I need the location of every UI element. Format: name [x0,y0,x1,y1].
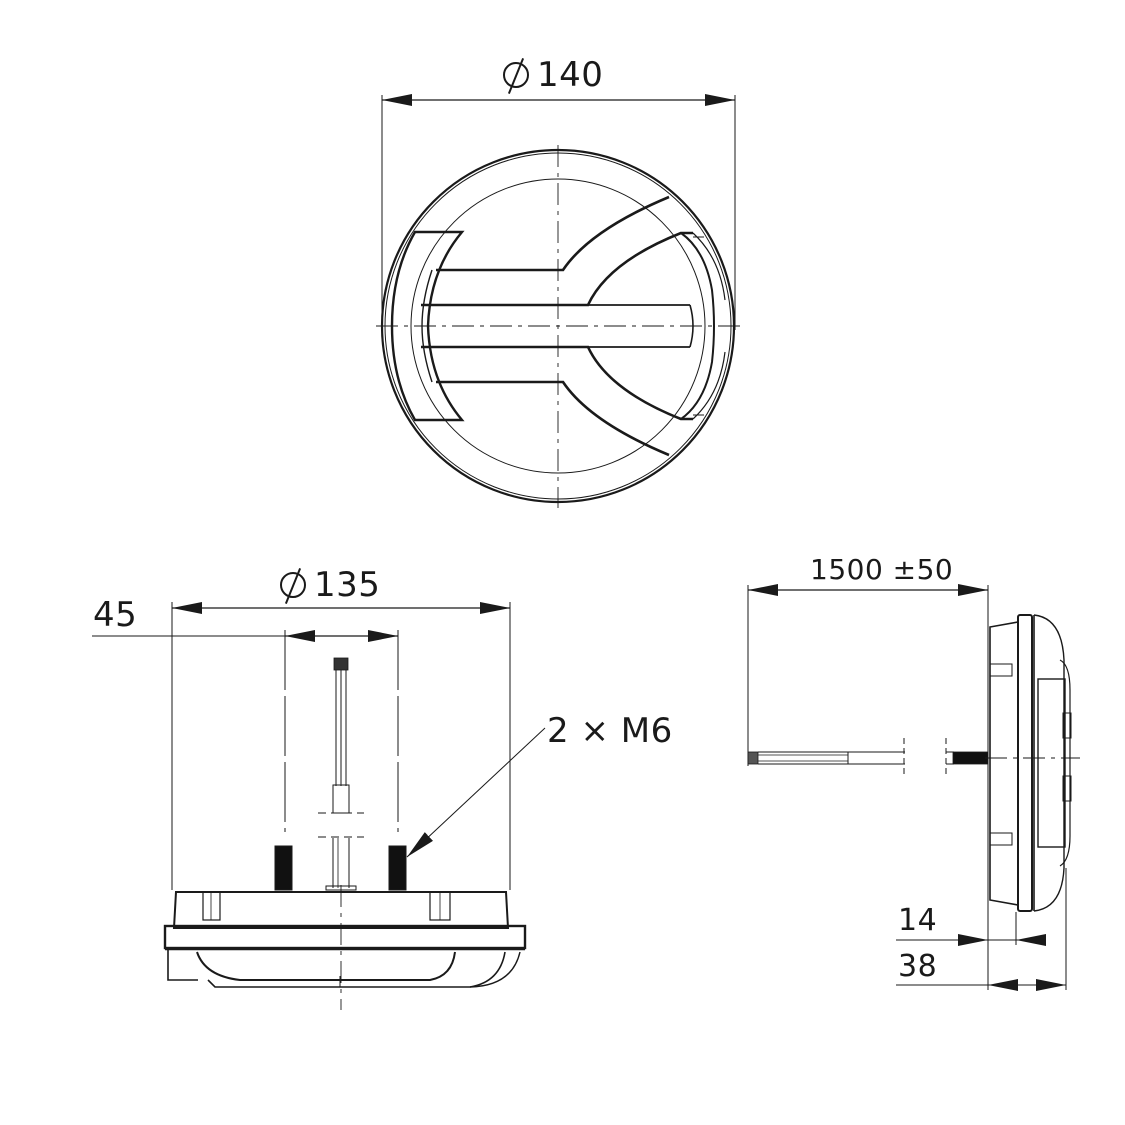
front-view [376,94,740,508]
dimension-total-depth: 38 [898,949,938,984]
diameter-icon [503,62,529,88]
diameter-icon [280,572,306,598]
dimension-top-diameter: 135 [280,568,380,602]
dimension-cable-length: 1500 ±50 [810,553,954,586]
dimension-front-diameter: 140 [503,58,603,92]
dimension-value: 140 [537,55,604,95]
dimension-base-depth: 14 [898,903,938,938]
top-view [92,602,546,1010]
stud-callout: 2 × M6 [547,711,673,751]
side-view [747,584,1080,991]
dimension-value: 135 [314,565,381,605]
dimension-stud-spacing: 45 [93,595,138,635]
